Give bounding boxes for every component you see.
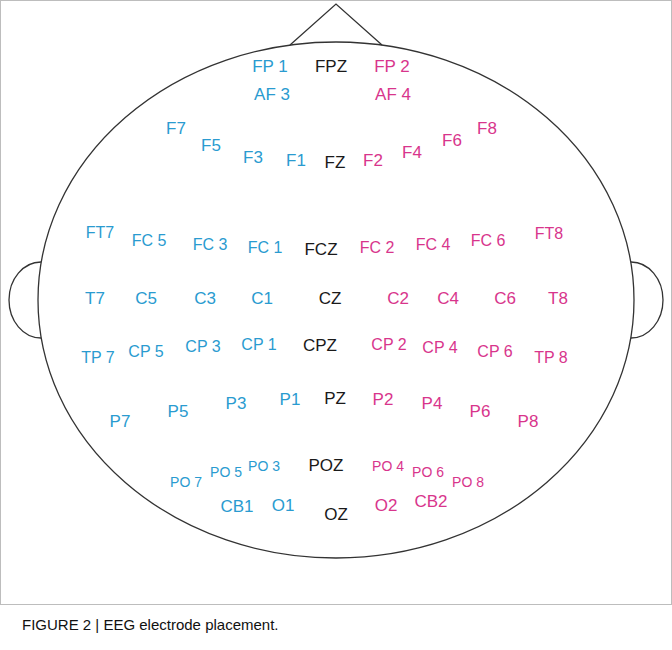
electrode-label: TP 8 — [534, 350, 568, 366]
nose — [290, 4, 382, 45]
electrode-label: CP 6 — [477, 344, 512, 360]
electrode-label: CPZ — [303, 337, 337, 354]
electrode-label: CP 2 — [371, 337, 406, 353]
electrode-label: F3 — [243, 149, 263, 166]
electrode-label: CP 4 — [422, 340, 457, 356]
electrode-label: F7 — [166, 120, 186, 137]
electrode-label: P8 — [518, 413, 539, 430]
electrode-label: TP 7 — [81, 350, 115, 366]
electrode-label: C3 — [194, 290, 216, 307]
electrode-label: O1 — [272, 497, 295, 514]
electrode-label: T7 — [85, 290, 105, 307]
electrode-label: CP 3 — [185, 339, 220, 355]
electrode-label: P7 — [110, 413, 131, 430]
electrode-label: FP 2 — [374, 58, 410, 75]
electrode-label: C5 — [135, 290, 157, 307]
electrode-label: F8 — [477, 120, 497, 137]
electrode-label: C1 — [251, 290, 273, 307]
electrode-label: PO 8 — [452, 475, 484, 489]
electrode-label: FC 4 — [416, 237, 451, 253]
electrode-label: CB2 — [414, 493, 447, 510]
electrode-label: F5 — [201, 137, 221, 154]
figure-caption: FIGURE 2 | EEG electrode placement. — [22, 616, 279, 634]
electrode-label: FT8 — [535, 226, 563, 242]
electrode-label: F1 — [286, 152, 306, 169]
electrode-label: FZ — [325, 154, 346, 171]
electrode-label: FC 2 — [360, 240, 395, 256]
electrode-label: PO 6 — [412, 465, 444, 479]
electrode-label: FP 1 — [252, 58, 288, 75]
electrode-label: AF 3 — [254, 86, 290, 103]
electrode-label: F4 — [402, 144, 422, 161]
electrode-label: FT7 — [86, 225, 114, 241]
electrode-label: FC 6 — [471, 233, 506, 249]
electrode-label: FC 1 — [248, 240, 283, 256]
electrode-label: C2 — [387, 290, 409, 307]
electrode-label: FPZ — [315, 58, 347, 75]
electrode-label: T8 — [548, 290, 568, 307]
electrode-label: PO 4 — [372, 459, 404, 473]
electrode-label: P4 — [422, 395, 443, 412]
electrode-label: FC 5 — [132, 233, 167, 249]
electrode-label: PO 7 — [170, 475, 202, 489]
electrode-label: CB1 — [220, 498, 253, 515]
figure-frame — [1, 1, 672, 605]
electrode-label: CP 1 — [241, 337, 276, 353]
head-circle — [38, 42, 634, 558]
electrode-label: PZ — [324, 390, 346, 407]
electrode-label: OZ — [324, 506, 348, 523]
electrode-label: CZ — [319, 290, 342, 307]
electrode-label: C6 — [494, 290, 516, 307]
electrode-label: CP 5 — [128, 344, 163, 360]
electrode-label: F2 — [363, 152, 383, 169]
electrode-label: F6 — [442, 132, 462, 149]
electrode-label: POZ — [309, 457, 344, 474]
electrode-label: FC 3 — [193, 237, 228, 253]
electrode-label: P1 — [280, 391, 301, 408]
electrode-label: P3 — [226, 395, 247, 412]
electrode-label: C4 — [437, 290, 459, 307]
electrode-label: P5 — [168, 403, 189, 420]
electrode-label: FCZ — [304, 241, 337, 258]
electrode-label: PO 3 — [248, 459, 280, 473]
right-ear — [631, 262, 663, 338]
electrode-label: P6 — [470, 403, 491, 420]
electrode-label: AF 4 — [375, 86, 411, 103]
electrode-label: P2 — [373, 391, 394, 408]
left-ear — [9, 262, 41, 338]
electrode-label: O2 — [375, 497, 398, 514]
electrode-label: PO 5 — [210, 465, 242, 479]
